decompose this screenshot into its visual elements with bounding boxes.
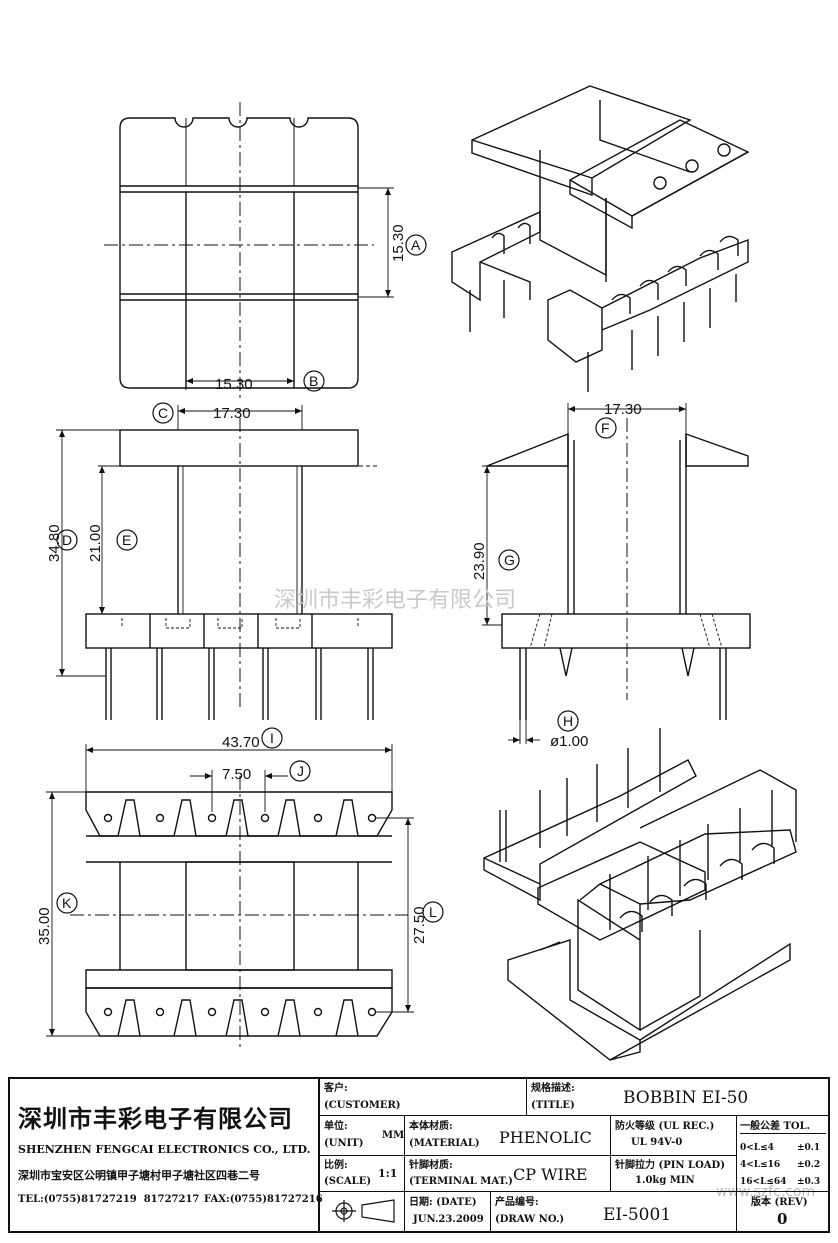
customer-cell: 客户: (CUSTOMER) bbox=[320, 1079, 527, 1116]
dim-D-value: 34.80 bbox=[46, 524, 63, 562]
dim-K-value: 35.00 bbox=[36, 907, 53, 945]
dim-I-value: 43.70 bbox=[222, 734, 260, 751]
tolerance-value-2: ±0.2 bbox=[797, 1160, 821, 1170]
callout-E: E bbox=[122, 532, 131, 548]
dim-H-value: ø1.00 bbox=[550, 733, 588, 750]
date-label: 日期: (DATE) bbox=[409, 1197, 477, 1208]
dim-L-value: 27.50 bbox=[411, 906, 428, 944]
dim-G-value: 23.90 bbox=[471, 542, 488, 580]
terminal-value: CP WIRE bbox=[513, 1165, 588, 1184]
company-fax: FAX:(0755)81727216 bbox=[204, 1194, 323, 1205]
company-name-en: SHENZHEN FENGCAI ELECTRONICS CO., LTD. bbox=[18, 1143, 311, 1156]
drawno-label-cn: 产品编号: bbox=[495, 1197, 539, 1208]
dim-A-value: 15.30 bbox=[390, 224, 407, 262]
tolerance-range-3: 16<L≤64 bbox=[740, 1177, 787, 1187]
callout-J: J bbox=[297, 763, 304, 779]
tolerance-cell: 一般公差 TOL. 0<L≤4 ±0.1 4<L≤16 ±0.2 16<L≤64… bbox=[737, 1116, 828, 1192]
projection-symbol-icon bbox=[332, 1199, 395, 1223]
tolerance-value-1: ±0.1 bbox=[797, 1143, 821, 1153]
scale-cell: 比例: (SCALE) 1:1 bbox=[320, 1156, 405, 1192]
callout-K: K bbox=[62, 895, 72, 911]
title-label-cn: 规格描述: bbox=[531, 1083, 575, 1094]
dim-F-value: 17.30 bbox=[604, 401, 642, 418]
watermark-center: 深圳市丰彩电子有限公司 bbox=[274, 588, 516, 613]
unit-label-en: (UNIT) bbox=[324, 1138, 364, 1149]
drawno-value: EI-5001 bbox=[603, 1205, 672, 1225]
dim-J-value: 7.50 bbox=[222, 766, 251, 783]
isometric-view-bottom bbox=[483, 728, 797, 1061]
rev-cell: 版本 (REV) 0 bbox=[737, 1192, 828, 1231]
title-value: BOBBIN EI-50 bbox=[623, 1088, 749, 1108]
tolerance-value-3: ±0.3 bbox=[797, 1177, 821, 1187]
title-label-en: (TITLE) bbox=[531, 1100, 575, 1111]
scale-label-cn: 比例: bbox=[324, 1160, 348, 1171]
watermark-corner: www.szfc.com bbox=[716, 1184, 815, 1200]
title-block: 深圳市丰彩电子有限公司 SHENZHEN FENGCAI ELECTRONICS… bbox=[8, 1077, 830, 1233]
front-view bbox=[56, 405, 393, 720]
terminal-cell: 针脚材质: (TERMINAL MAT.) CP WIRE bbox=[405, 1156, 611, 1192]
customer-label-cn: 客户: bbox=[324, 1083, 348, 1094]
rev-value: 0 bbox=[777, 1210, 788, 1228]
company-address: 深圳市宝安区公明镇甲子塘村甲子塘社区四巷二号 bbox=[18, 1169, 260, 1182]
callout-D: D bbox=[62, 532, 72, 548]
callout-G: G bbox=[504, 552, 515, 568]
tolerance-range-2: 4<L≤16 bbox=[740, 1160, 781, 1170]
drawno-label-en: (DRAW NO.) bbox=[495, 1214, 565, 1225]
callout-C: C bbox=[158, 405, 168, 421]
projection-symbol-cell bbox=[320, 1192, 405, 1231]
dim-B-value: 15.30 bbox=[215, 376, 253, 393]
ulrec-cell: 防火等级 (UL REC.) UL 94V-0 bbox=[611, 1116, 737, 1156]
pinload-value: 1.0kg MIN bbox=[635, 1175, 695, 1186]
material-value: PHENOLIC bbox=[499, 1128, 592, 1147]
unit-label-cn: 单位: bbox=[324, 1121, 348, 1132]
tolerance-range-1: 0<L≤4 bbox=[740, 1143, 774, 1153]
customer-label-en: (CUSTOMER) bbox=[324, 1100, 401, 1111]
callout-circles bbox=[56, 234, 617, 923]
callout-B: B bbox=[309, 373, 318, 389]
material-cell: 本体材质: (MATERIAL) PHENOLIC bbox=[405, 1116, 611, 1156]
ulrec-value: UL 94V-0 bbox=[631, 1137, 683, 1148]
drawno-cell: 产品编号: (DRAW NO.) EI-5001 bbox=[491, 1192, 737, 1231]
rev-label: 版本 (REV) bbox=[751, 1197, 808, 1208]
title-cell: 规格描述: (TITLE) BOBBIN EI-50 bbox=[527, 1079, 828, 1116]
unit-cell: 单位: (UNIT) MM bbox=[320, 1116, 405, 1156]
callout-L: L bbox=[429, 904, 437, 920]
unit-value: MM bbox=[382, 1130, 405, 1141]
material-label-en: (MATERIAL) bbox=[409, 1138, 480, 1149]
date-cell: 日期: (DATE) JUN.23.2009 bbox=[405, 1192, 491, 1231]
ulrec-label: 防火等级 (UL REC.) bbox=[615, 1121, 715, 1132]
scale-value: 1:1 bbox=[378, 1167, 398, 1180]
pinload-cell: 针脚拉力 (PIN LOAD) 1.0kg MIN bbox=[611, 1156, 737, 1192]
callout-A: A bbox=[411, 237, 421, 253]
date-value: JUN.23.2009 bbox=[413, 1214, 484, 1225]
top-view bbox=[104, 102, 394, 398]
callout-F: F bbox=[601, 420, 610, 436]
tolerance-label: 一般公差 TOL. bbox=[740, 1120, 826, 1134]
scale-label-en: (SCALE) bbox=[324, 1176, 372, 1187]
bottom-view bbox=[46, 744, 414, 1050]
company-panel: 深圳市丰彩电子有限公司 SHENZHEN FENGCAI ELECTRONICS… bbox=[10, 1079, 323, 1231]
terminal-label-en: (TERMINAL MAT.) bbox=[409, 1176, 513, 1187]
pinload-label: 针脚拉力 (PIN LOAD) bbox=[615, 1160, 725, 1171]
dim-C-value: 17.30 bbox=[213, 405, 251, 422]
material-label-cn: 本体材质: bbox=[409, 1121, 453, 1132]
callout-I: I bbox=[270, 730, 274, 746]
callout-H: H bbox=[563, 713, 573, 729]
company-name-cn: 深圳市丰彩电子有限公司 bbox=[18, 1105, 293, 1133]
isometric-view-top bbox=[451, 85, 750, 392]
dim-E-value: 21.00 bbox=[87, 524, 104, 562]
terminal-label-cn: 针脚材质: bbox=[409, 1160, 453, 1171]
company-tel: TEL:(0755)81727219 81727217 bbox=[18, 1194, 200, 1205]
side-view bbox=[482, 403, 751, 744]
